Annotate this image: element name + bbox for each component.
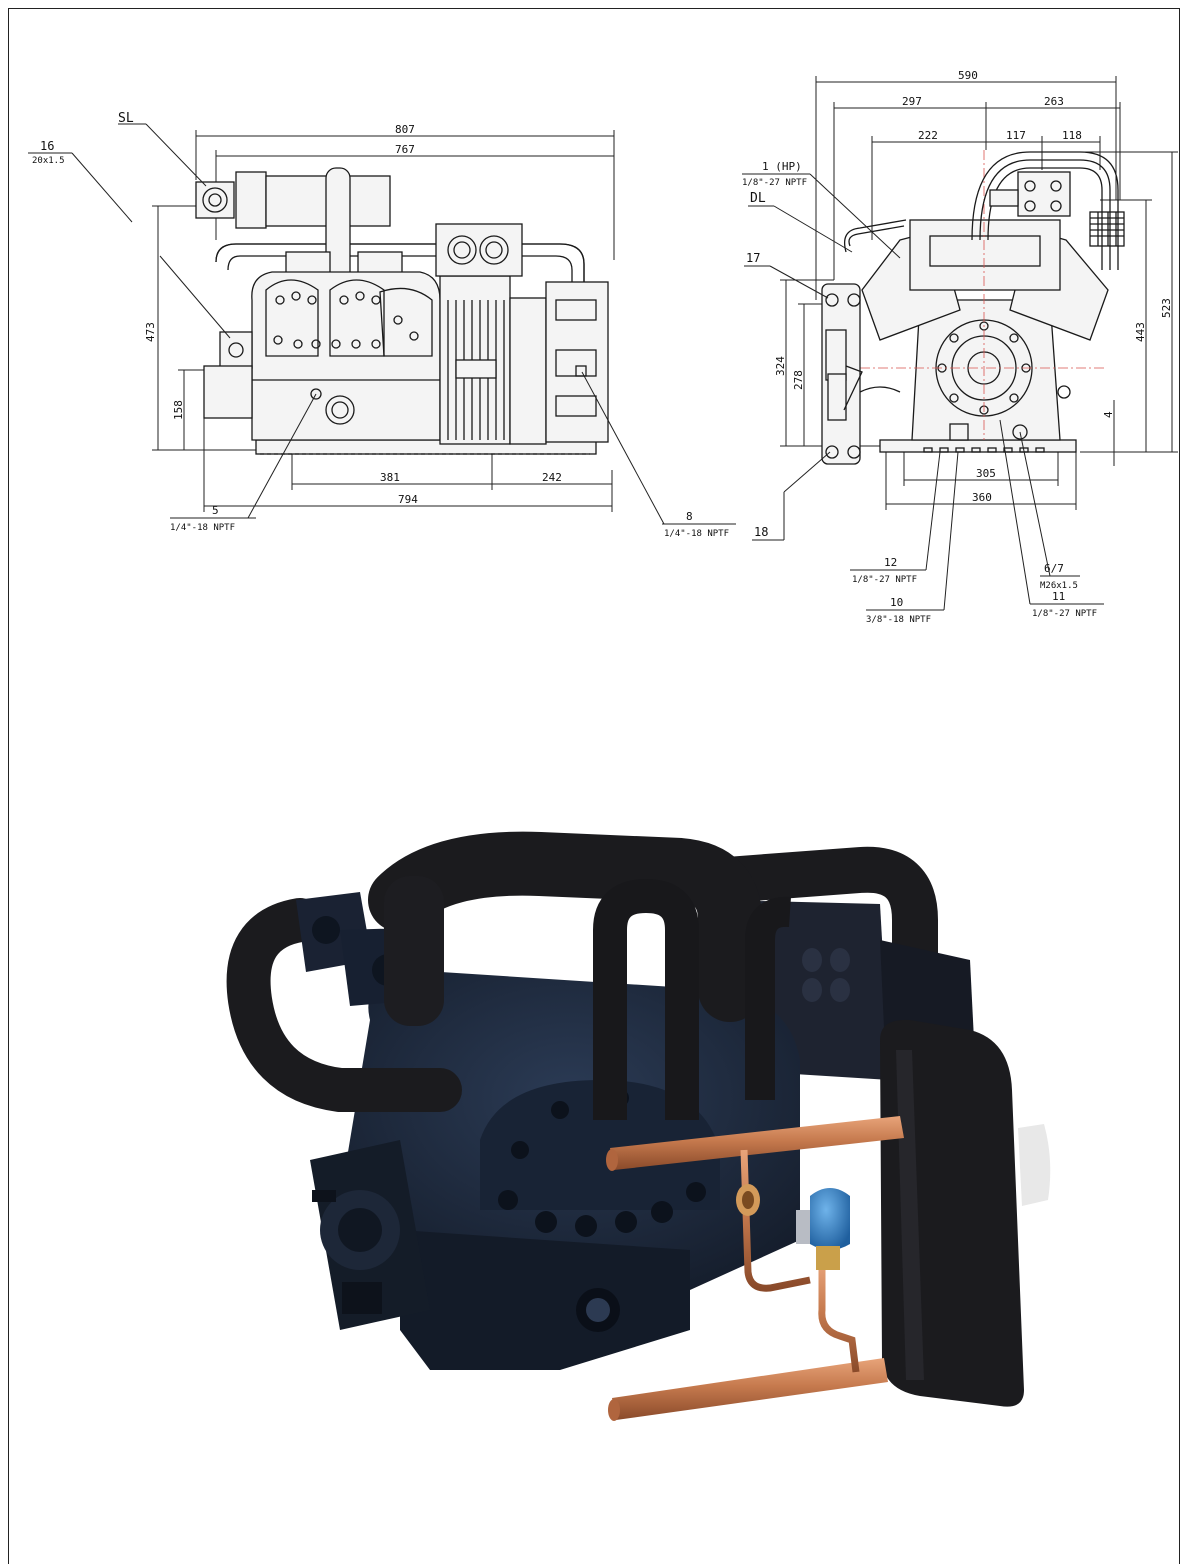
dim-767: 767 xyxy=(395,143,415,156)
dim-117: 117 xyxy=(1006,129,1026,142)
dim-590: 590 xyxy=(958,69,978,82)
dim-278: 278 xyxy=(792,370,805,390)
dim-523: 523 xyxy=(1160,298,1173,318)
copper-pipe-lower xyxy=(612,1358,888,1420)
callout-11-spec: 1/8"-27 NPTF xyxy=(1032,609,1097,619)
callout-5-number: 5 xyxy=(212,504,219,517)
cylinder-head xyxy=(480,1080,720,1210)
dim-324: 324 xyxy=(774,356,787,376)
dim-158: 158 xyxy=(172,400,185,420)
dim-443: 443 xyxy=(1134,322,1147,342)
dim-305: 305 xyxy=(976,467,996,480)
insulated-u-pipe xyxy=(593,878,699,1120)
insulated-suction-loop xyxy=(226,898,462,1112)
dim-381: 381 xyxy=(380,471,400,484)
crankcase-lower xyxy=(400,1230,690,1370)
callout-17: 17 xyxy=(746,251,760,265)
discharge-valve xyxy=(1017,171,1071,217)
callout-16-number: 16 xyxy=(40,139,54,153)
dim-222: 222 xyxy=(918,129,938,142)
front-view: 590 297 263 222 117 118 523 443 xyxy=(742,69,1178,625)
callout-6-7-spec: M26x1.5 xyxy=(1040,581,1078,591)
copper-pipe-upper xyxy=(610,1116,904,1170)
end-connector xyxy=(1018,1124,1051,1206)
dim-118: 118 xyxy=(1062,129,1082,142)
callout-12-number: 12 xyxy=(884,556,897,569)
callout-11-number: 11 xyxy=(1052,590,1065,603)
dim-4: 4 xyxy=(1102,411,1115,418)
side-view: 807 767 794 381 242 473 158 xyxy=(28,111,736,539)
dim-807: 807 xyxy=(395,123,415,136)
front-view-callouts: 1 (HP) 1/8"-27 NPTF DL 17 18 12 1/8"-27 … xyxy=(742,160,1104,625)
terminal-box xyxy=(435,223,523,277)
dim-360: 360 xyxy=(972,491,992,504)
callout-dl: DL xyxy=(750,191,766,206)
solenoid-valve-coil xyxy=(810,1188,850,1250)
base-plate xyxy=(879,439,1077,453)
side-view-dimensions: 807 767 794 381 242 473 158 xyxy=(144,123,615,512)
side-view-callouts: SL 16 20x1.5 5 1/4"-18 NPTF 8 1/4"-18 NP… xyxy=(28,111,736,539)
dim-297: 297 xyxy=(902,95,922,108)
end-housing xyxy=(545,281,609,443)
drawing-frame xyxy=(8,8,1180,1564)
oil-sight-glass xyxy=(325,395,355,425)
callout-8-spec: 1/4"-18 NPTF xyxy=(664,529,729,539)
dim-263: 263 xyxy=(1044,95,1064,108)
compressor-photo xyxy=(226,831,1051,1421)
callout-16-spec: 20x1.5 xyxy=(32,156,65,166)
dim-473: 473 xyxy=(144,322,157,342)
callout-5-spec: 1/4"-18 NPTF xyxy=(170,523,235,533)
side-heat-exchanger xyxy=(1089,211,1125,247)
callout-8-number: 8 xyxy=(686,510,693,523)
insulated-header-cap xyxy=(384,876,444,1026)
callout-10-spec: 3/8"-18 NPTF xyxy=(866,615,931,625)
callout-1-hp-spec: 1/8"-27 NPTF xyxy=(742,178,807,188)
dim-242: 242 xyxy=(542,471,562,484)
callout-12-spec: 1/8"-27 NPTF xyxy=(852,575,917,585)
callout-sl: SL xyxy=(118,111,134,126)
callout-18: 18 xyxy=(754,525,768,539)
dim-794: 794 xyxy=(398,493,418,506)
callout-10-number: 10 xyxy=(890,596,903,609)
side-view-compressor-outline xyxy=(195,167,609,455)
front-view-dimensions: 590 297 263 222 117 118 523 443 xyxy=(774,69,1178,510)
insulated-discharge-pipe-rear xyxy=(677,846,938,1013)
front-view-compressor-outline xyxy=(821,150,1125,465)
callout-1-hp-number: 1 (HP) xyxy=(762,160,802,173)
top-cylinder-head xyxy=(909,219,1061,291)
